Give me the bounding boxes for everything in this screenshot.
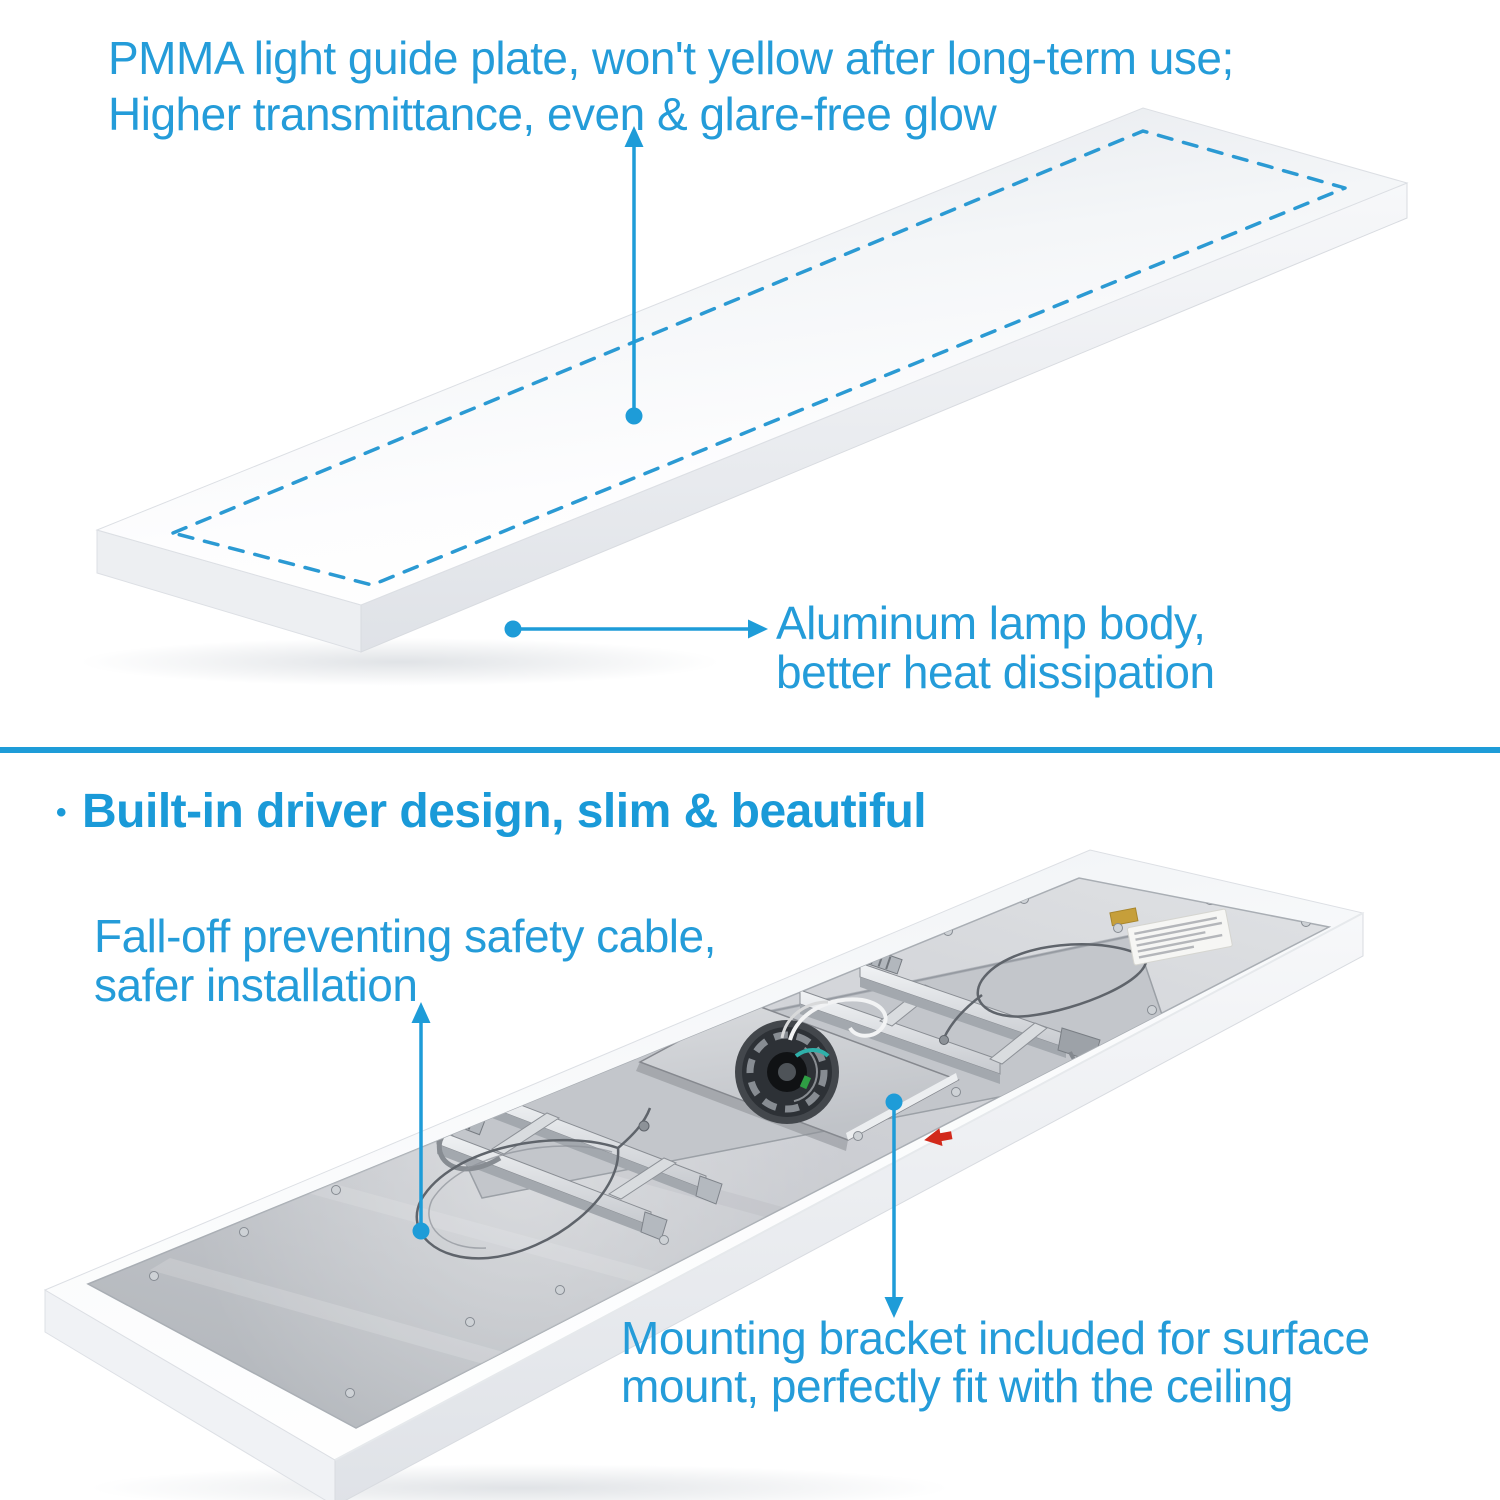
front-panel-illustration [80, 107, 1409, 686]
light-guide-dashed-border [171, 129, 1347, 587]
cable-callout-arrow [411, 1002, 431, 1240]
callout-dot [625, 407, 643, 425]
pmma-note-line1: PMMA light guide plate, won't yellow aft… [108, 32, 1234, 84]
bullet-icon: • [56, 795, 67, 829]
callout-dot [885, 1093, 903, 1111]
bracket-foot [695, 1175, 723, 1205]
callout-dot [412, 1222, 430, 1240]
front-panel-top-face [95, 107, 1409, 606]
safety-cable-note-line1: Fall-off preventing safety cable, [94, 910, 716, 962]
aluminum-note-line2: better heat dissipation [776, 646, 1215, 698]
back-panel-shadow [90, 1464, 950, 1500]
red-arrow-left-icon [924, 1128, 953, 1146]
bracket-callout-arrow [884, 1093, 904, 1318]
aluminum-note-line1: Aluminum lamp body, [776, 597, 1206, 649]
gold-sticker [1109, 907, 1139, 927]
spec-label [1109, 907, 1233, 966]
arrow-right-icon [748, 619, 768, 639]
mounting-bracket-note-line2: mount, perfectly fit with the ceiling [621, 1360, 1293, 1412]
pmma-note: PMMA light guide plate, won't yellow aft… [108, 30, 1234, 142]
driver-wires [780, 997, 888, 1090]
aluminum-note: Aluminum lamp body, better heat dissipat… [776, 599, 1215, 697]
aluminum-callout-arrow [504, 619, 768, 639]
arrow-down-icon [884, 1297, 904, 1318]
callout-dot [504, 620, 522, 638]
safety-cable-note-line2: safer installation [94, 959, 418, 1011]
arrow-up-icon [624, 126, 644, 147]
pmma-callout-arrow [624, 126, 644, 425]
driver-design-heading-text: Built-in driver design, slim & beautiful [82, 785, 927, 838]
driver-design-heading: • Built-in driver design, slim & beautif… [56, 784, 927, 839]
mounting-bracket-note: Mounting bracket included for surface mo… [621, 1314, 1370, 1410]
front-panel-shadow [80, 638, 720, 686]
mounting-bracket-right [799, 944, 1101, 1084]
arrow-up-icon [411, 1002, 431, 1023]
pmma-note-line2: Higher transmittance, even & glare-free … [108, 88, 997, 140]
safety-cable-right [939, 943, 1148, 1045]
safety-cable-note: Fall-off preventing safety cable, safer … [94, 912, 716, 1010]
mounting-bracket-note-line1: Mounting bracket included for surface [621, 1312, 1370, 1364]
wiring-vent [735, 1020, 839, 1124]
section-divider [0, 747, 1500, 753]
safety-cable-left [415, 1107, 652, 1260]
